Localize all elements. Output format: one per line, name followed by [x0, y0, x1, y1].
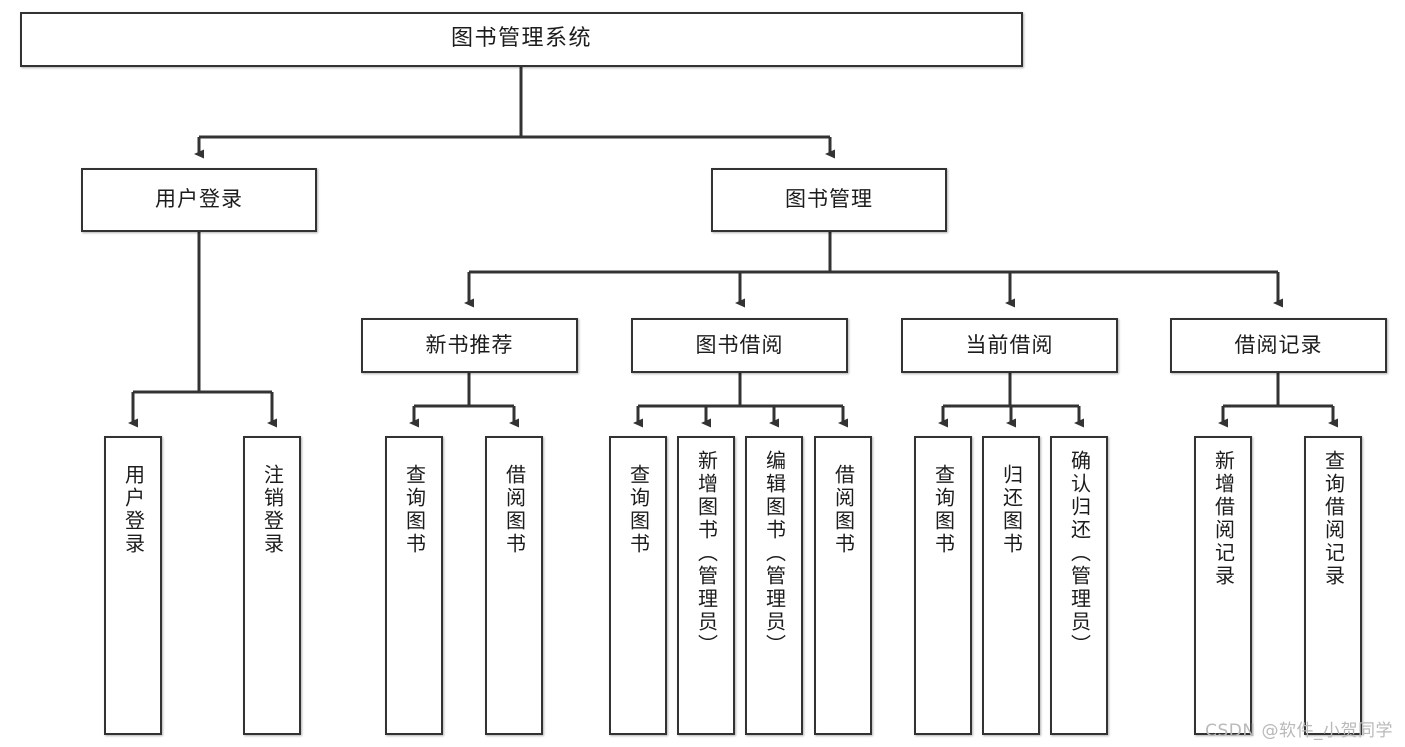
node-book-management-label: 图书管理	[785, 187, 873, 212]
node-leaf-logout[interactable]: 注销登录	[243, 436, 301, 735]
node-leaf-cb-query-book[interactable]: 查询图书	[914, 436, 972, 735]
node-leaf-bb-add-book-label: 新增图书（管理员）	[694, 450, 719, 657]
node-book-borrow-label: 图书借阅	[695, 332, 784, 357]
node-leaf-cb-confirm-return[interactable]: 确认归还（管理员）	[1050, 436, 1108, 735]
node-borrow-record[interactable]: 借阅记录	[1170, 318, 1387, 373]
node-leaf-nb-query-book-label: 查询图书	[402, 464, 427, 556]
node-borrow-record-label: 借阅记录	[1234, 332, 1323, 357]
node-leaf-bb-query-book-label: 查询图书	[626, 464, 651, 556]
node-root-system[interactable]: 图书管理系统	[20, 12, 1023, 67]
node-leaf-user-login-label: 用户登录	[121, 464, 146, 556]
node-new-book-recommend-label: 新书推荐	[425, 332, 514, 357]
node-leaf-nb-borrow-book-label: 借阅图书	[502, 464, 527, 556]
node-current-borrow[interactable]: 当前借阅	[901, 318, 1118, 373]
node-book-borrow[interactable]: 图书借阅	[631, 318, 848, 373]
node-user-login-label: 用户登录	[155, 187, 243, 212]
node-leaf-br-query-record-label: 查询借阅记录	[1321, 450, 1346, 588]
node-leaf-bb-edit-book-label: 编辑图书（管理员）	[762, 450, 787, 657]
node-leaf-nb-borrow-book[interactable]: 借阅图书	[485, 436, 543, 735]
node-leaf-logout-label: 注销登录	[260, 464, 285, 556]
node-user-login[interactable]: 用户登录	[81, 168, 317, 232]
node-leaf-bb-edit-book[interactable]: 编辑图书（管理员）	[745, 436, 803, 735]
node-leaf-cb-confirm-return-label: 确认归还（管理员）	[1067, 450, 1092, 657]
node-leaf-bb-query-book[interactable]: 查询图书	[609, 436, 667, 735]
node-leaf-bb-borrow-book[interactable]: 借阅图书	[814, 436, 872, 735]
node-leaf-cb-return-book[interactable]: 归还图书	[982, 436, 1040, 735]
node-leaf-br-add-record-label: 新增借阅记录	[1211, 450, 1236, 588]
node-leaf-user-login[interactable]: 用户登录	[104, 436, 162, 735]
node-leaf-bb-borrow-book-label: 借阅图书	[831, 464, 856, 556]
node-book-management[interactable]: 图书管理	[711, 168, 947, 232]
node-new-book-recommend[interactable]: 新书推荐	[361, 318, 578, 373]
node-current-borrow-label: 当前借阅	[965, 332, 1054, 357]
csdn-watermark: CSDN @软件_小贺同学	[1205, 721, 1393, 741]
node-leaf-nb-query-book[interactable]: 查询图书	[385, 436, 443, 735]
node-leaf-br-query-record[interactable]: 查询借阅记录	[1304, 436, 1362, 735]
node-leaf-cb-return-book-label: 归还图书	[999, 464, 1024, 556]
node-leaf-cb-query-book-label: 查询图书	[931, 464, 956, 556]
node-root-system-label: 图书管理系统	[450, 26, 592, 52]
node-leaf-bb-add-book[interactable]: 新增图书（管理员）	[677, 436, 735, 735]
node-leaf-br-add-record[interactable]: 新增借阅记录	[1194, 436, 1252, 735]
